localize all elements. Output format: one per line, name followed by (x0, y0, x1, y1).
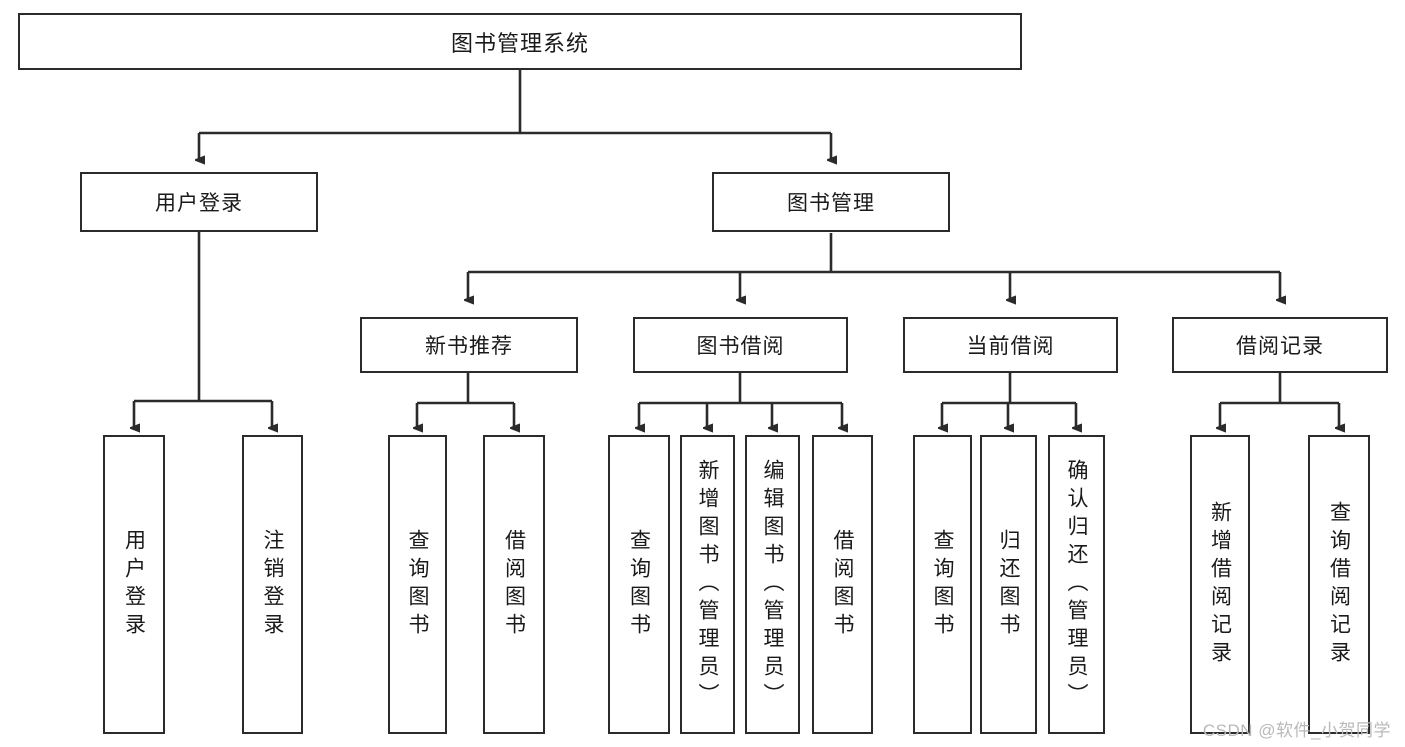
leaf-logout[interactable]: 注销登录 (242, 435, 303, 734)
node-label: 用户登录 (155, 192, 243, 215)
leaf-query-book-current[interactable]: 查询图书 (913, 435, 972, 734)
node-current-borrow[interactable]: 当前借阅 (903, 317, 1118, 373)
node-book-management[interactable]: 图书管理 (712, 172, 950, 232)
node-label: 图书管理 (787, 192, 875, 215)
node-label: 归还图书 (997, 528, 1020, 641)
node-book-borrow[interactable]: 图书借阅 (633, 317, 848, 373)
leaf-edit-book-admin[interactable]: 编辑图书（管理员） (745, 435, 800, 734)
node-label: 新书推荐 (425, 335, 513, 358)
leaf-user-login[interactable]: 用户登录 (103, 435, 165, 734)
leaf-add-book-admin[interactable]: 新增图书（管理员） (680, 435, 735, 734)
watermark: CSDN @软件_小贺同学 (1202, 721, 1391, 740)
leaf-query-book-recommend[interactable]: 查询图书 (388, 435, 447, 734)
node-label: 借阅图书 (502, 528, 526, 641)
node-label: 注销登录 (261, 528, 284, 641)
leaf-add-borrow-record[interactable]: 新增借阅记录 (1190, 435, 1250, 734)
node-label: 确认归还（管理员） (1065, 458, 1088, 711)
node-root-label: 图书管理系统 (450, 30, 589, 56)
leaf-borrow-book[interactable]: 借阅图书 (812, 435, 873, 734)
leaf-query-borrow-record[interactable]: 查询借阅记录 (1308, 435, 1370, 734)
node-borrow-record[interactable]: 借阅记录 (1172, 317, 1388, 373)
node-label: 借阅记录 (1236, 335, 1324, 358)
node-label: 借阅图书 (831, 528, 854, 641)
node-new-book-recommend[interactable]: 新书推荐 (360, 317, 578, 373)
node-root[interactable]: 图书管理系统 (18, 13, 1022, 70)
node-label: 用户登录 (122, 528, 146, 641)
node-label: 查询图书 (406, 528, 429, 641)
node-label: 当前借阅 (966, 335, 1055, 358)
node-label: 编辑图书（管理员） (761, 458, 784, 711)
node-label: 新增借阅记录 (1208, 500, 1232, 669)
leaf-borrow-book-recommend[interactable]: 借阅图书 (483, 435, 545, 734)
leaf-query-book-borrow[interactable]: 查询图书 (608, 435, 670, 734)
node-user-login[interactable]: 用户登录 (80, 172, 318, 232)
node-label: 查询图书 (627, 528, 651, 641)
node-label: 图书借阅 (696, 335, 785, 358)
node-label: 查询借阅记录 (1327, 500, 1351, 669)
node-label: 新增图书（管理员） (696, 458, 719, 711)
node-label: 查询图书 (931, 528, 954, 641)
leaf-return-book[interactable]: 归还图书 (980, 435, 1037, 734)
leaf-confirm-return-admin[interactable]: 确认归还（管理员） (1048, 435, 1105, 734)
